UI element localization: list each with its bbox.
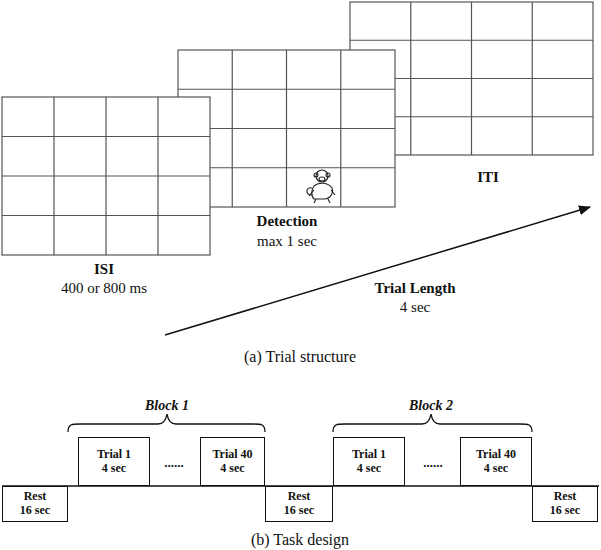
box-text: 4 sec xyxy=(357,462,381,476)
box-text: Trial 1 xyxy=(352,448,386,462)
label: Block 1 xyxy=(145,398,189,414)
rest-box: Rest16 sec xyxy=(2,486,68,522)
trial-box: Trial 404 sec xyxy=(460,437,532,486)
box-text: 4 sec xyxy=(220,462,244,476)
trial-box: Trial 14 sec xyxy=(78,437,150,486)
label: max 1 sec xyxy=(257,233,317,250)
grid-line xyxy=(340,50,341,207)
box-text: 16 sec xyxy=(284,504,314,518)
box-text: Trial 40 xyxy=(212,448,252,462)
grid-line xyxy=(2,215,210,216)
box-text: Rest xyxy=(554,490,577,504)
trial-box: Trial 404 sec xyxy=(200,437,265,486)
label: ISI xyxy=(94,261,114,278)
box-text: 16 sec xyxy=(20,504,50,518)
box-text: 4 sec xyxy=(102,462,126,476)
label: Detection xyxy=(257,213,318,230)
block-brace xyxy=(333,414,532,432)
box-text: Rest xyxy=(288,490,311,504)
screen-grid xyxy=(2,97,210,255)
grid-line xyxy=(2,175,210,176)
label: 4 sec xyxy=(400,299,430,316)
grid-line xyxy=(157,97,158,255)
block-brace xyxy=(68,414,265,432)
label: ...... xyxy=(423,456,443,471)
grid-line xyxy=(532,2,533,155)
box-text: Trial 1 xyxy=(97,448,131,462)
label: ...... xyxy=(164,456,184,471)
label: ITI xyxy=(477,169,499,186)
box-text: Rest xyxy=(24,490,47,504)
monkey-icon xyxy=(307,170,335,203)
time-arrow xyxy=(165,207,590,335)
box-text: Trial 40 xyxy=(476,448,516,462)
box-text: 16 sec xyxy=(550,504,580,518)
rest-box: Rest16 sec xyxy=(265,486,333,522)
trial-box: Trial 14 sec xyxy=(333,437,405,486)
rest-box: Rest16 sec xyxy=(532,486,598,522)
box-text: 4 sec xyxy=(484,462,508,476)
panel-caption: (a) Trial structure xyxy=(244,348,356,366)
label: Trial Length xyxy=(375,280,456,297)
label: 400 or 800 ms xyxy=(61,280,147,297)
panel-caption: (b) Task design xyxy=(251,531,349,549)
label: Block 2 xyxy=(409,398,453,414)
